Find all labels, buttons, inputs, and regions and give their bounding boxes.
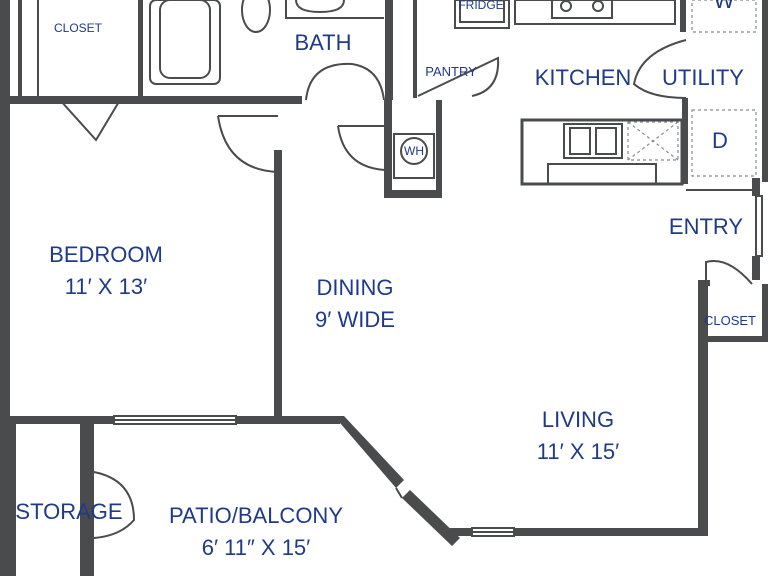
label-living-size: 11′ X 15′: [537, 439, 619, 464]
label-dryer: D: [712, 128, 728, 153]
label-utility: UTILITY: [662, 65, 744, 90]
label-water-heater: WH: [404, 144, 424, 158]
label-closet-entry: CLOSET: [704, 313, 756, 328]
label-dining-size: 9′ WIDE: [315, 307, 395, 332]
label-bedroom: BEDROOM: [49, 242, 163, 267]
room-labels: CLOSET BATH FRIDGE PANTRY KITCHEN UTILIT…: [15, 0, 756, 560]
label-storage: STORAGE: [15, 499, 122, 524]
label-entry: ENTRY: [669, 214, 743, 239]
label-patio: PATIO/BALCONY: [169, 503, 343, 528]
label-pantry: PANTRY: [425, 64, 477, 79]
label-fridge: FRIDGE: [458, 0, 503, 12]
label-dining: DINING: [317, 275, 394, 300]
label-bath: BATH: [294, 30, 351, 55]
label-patio-size: 6′ 11″ X 15′: [202, 535, 311, 560]
label-kitchen: KITCHEN: [535, 65, 632, 90]
label-washer: W: [714, 0, 735, 13]
doors: [59, 39, 753, 539]
label-bedroom-size: 11′ X 13′: [65, 274, 147, 299]
label-living: LIVING: [542, 407, 614, 432]
label-closet-top: CLOSET: [54, 21, 103, 35]
fixtures: [37, 0, 763, 537]
